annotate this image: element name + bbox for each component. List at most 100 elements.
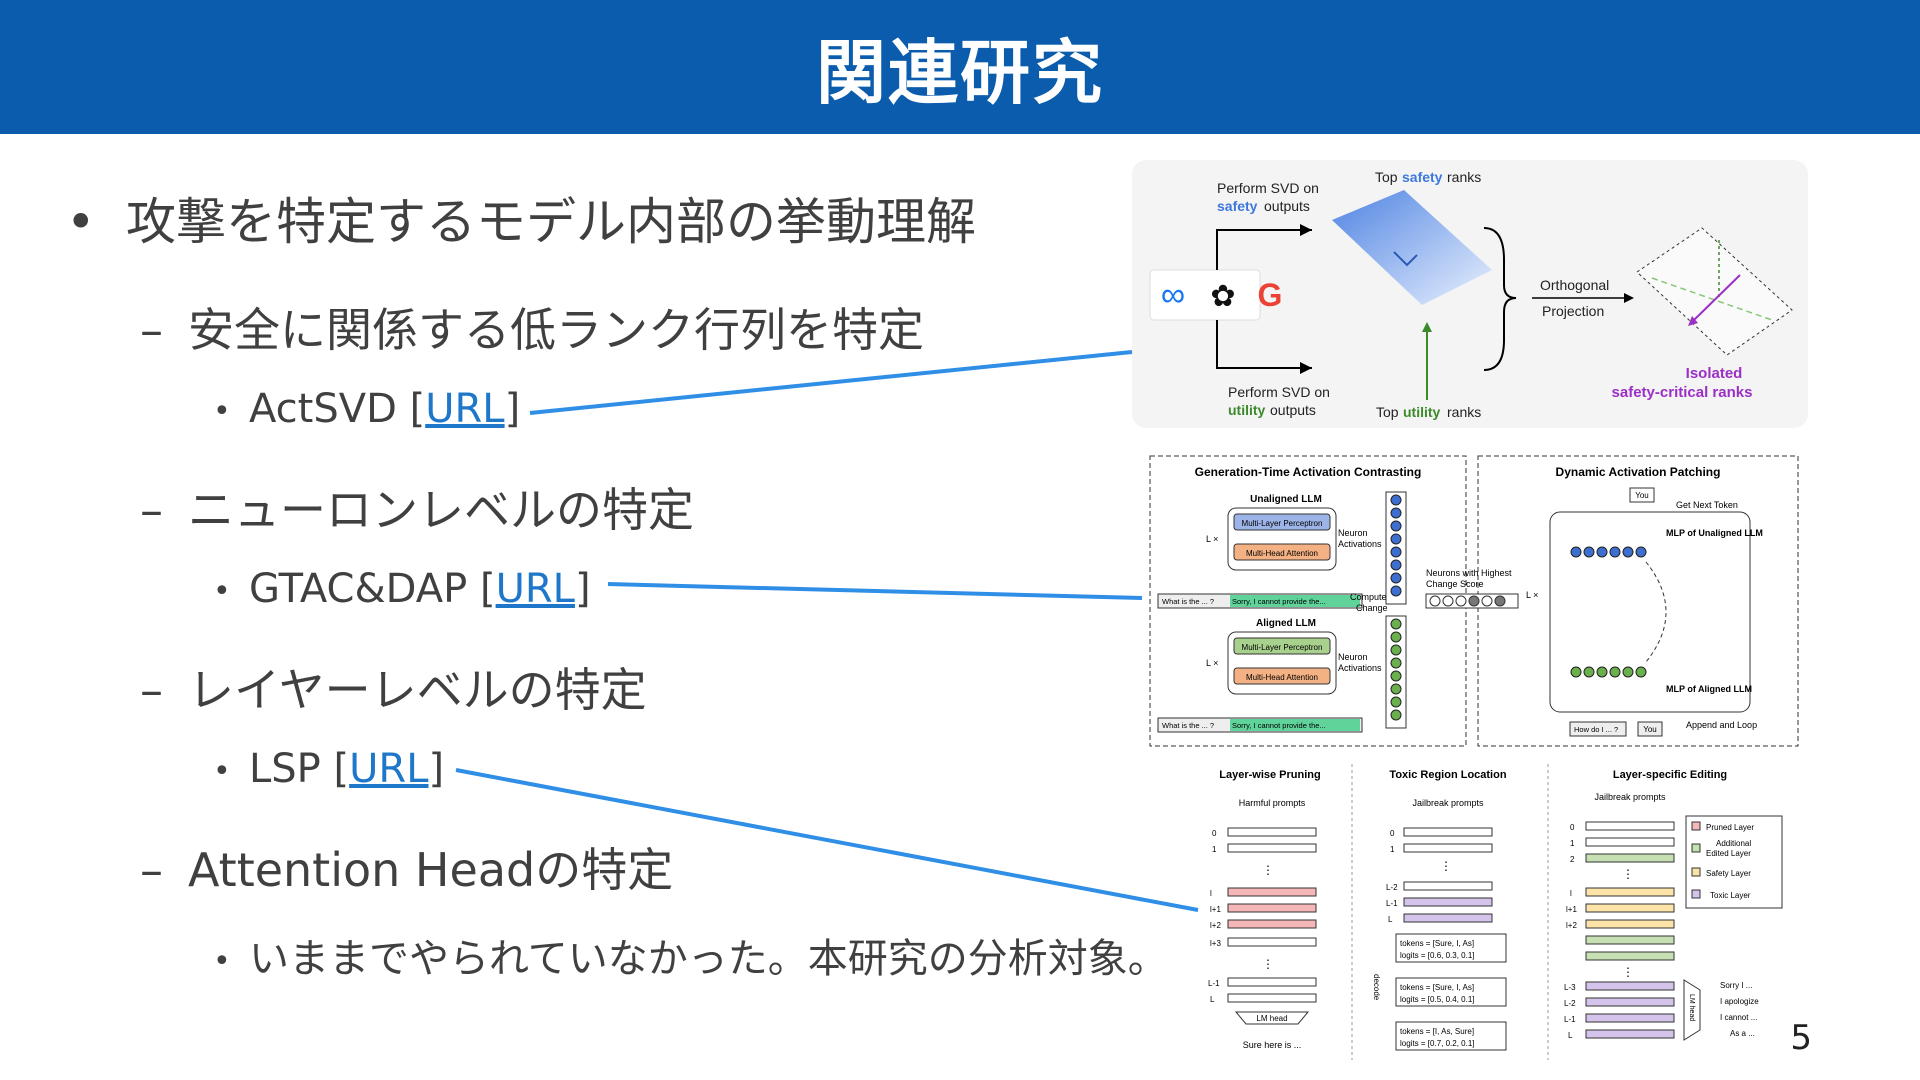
svg-text:l+3: l+3 [1210, 939, 1221, 948]
svg-text:L ×: L × [1526, 590, 1538, 600]
unaligned-mha [1233, 543, 1331, 561]
bullet-dot: • [213, 573, 231, 609]
svg-text:Multi-Head Attention: Multi-Head Attention [1246, 549, 1318, 558]
svd-safety-line1: Perform SVD on [1217, 180, 1319, 196]
svg-text:l: l [1570, 889, 1572, 898]
bullet-dot: • [213, 393, 231, 429]
title-bar: 関連研究 [0, 0, 1920, 134]
bullet-dash: – [140, 483, 163, 537]
svg-text:Neuron: Neuron [1338, 528, 1368, 538]
svg-text:You: You [1643, 725, 1657, 734]
lsp-col3-title: Layer-specific Editing [1613, 769, 1727, 781]
svg-text:L: L [1388, 915, 1393, 924]
ref-gtac-dap: •GTAC&DAP [URL] [213, 566, 591, 612]
svg-text:Compute: Compute [1350, 592, 1387, 602]
sub-bullet-layer-text: レイヤーレベルの特定 [188, 663, 647, 717]
svg-text:0: 0 [1570, 823, 1575, 832]
connector-gtac-dap [607, 582, 1143, 600]
svg-text:Toxic Layer: Toxic Layer [1710, 891, 1751, 900]
svg-text:Jailbreak prompts: Jailbreak prompts [1412, 798, 1484, 808]
svg-text:Activations: Activations [1338, 539, 1382, 549]
bullet-dot: • [66, 193, 96, 251]
top-utility-ranks: ranks [1447, 404, 1481, 420]
svg-text:Edited Layer: Edited Layer [1706, 849, 1751, 858]
svg-text:Harmful prompts: Harmful prompts [1239, 798, 1306, 808]
svg-text:L-2: L-2 [1564, 999, 1576, 1008]
svg-text:What is the ... ?: What is the ... ? [1162, 721, 1214, 730]
isolated-plane [1636, 227, 1793, 356]
svg-text:As a ...: As a ... [1730, 1029, 1755, 1038]
svg-text:decode: decode [1372, 974, 1381, 1001]
svg-text:MLP of Unaligned LLM: MLP of Unaligned LLM [1666, 528, 1763, 538]
svg-text:L ×: L × [1206, 534, 1218, 544]
svg-text:I apologize: I apologize [1720, 997, 1759, 1006]
connector-actsvd [529, 350, 1133, 415]
top-safety-word: safety [1402, 169, 1443, 185]
figure-actsvd: ∞ ✿ G Perform SVD on safety outputs Perf… [1132, 160, 1808, 428]
figure-lsp: Layer-wise Pruning Toxic Region Location… [1190, 764, 1790, 1060]
lsp-col1-title: Layer-wise Pruning [1219, 769, 1320, 781]
svg-text:l: l [1210, 889, 1212, 898]
svd-utility-line1: Perform SVD on [1228, 384, 1330, 400]
page-number: 5 [1790, 1018, 1812, 1058]
ref-gtac-dap-name: GTAC&DAP [249, 566, 468, 612]
svg-text:L-1: L-1 [1564, 1015, 1576, 1024]
svg-text:logits = [0.6, 0.3, 0.1]: logits = [0.6, 0.3, 0.1] [1400, 951, 1475, 960]
top-safety-ranks: ranks [1447, 169, 1481, 185]
sub-bullet-attention: –Attention Headの特定 [140, 834, 673, 900]
svd-safety-word: safety [1217, 198, 1258, 214]
bullet-dash: – [140, 843, 163, 897]
projection-label: Projection [1542, 303, 1604, 319]
svg-text:I cannot ...: I cannot ... [1720, 1013, 1757, 1022]
svg-text:Sorry I ...: Sorry I ... [1720, 981, 1752, 990]
svg-text:L-3: L-3 [1564, 983, 1576, 992]
svg-text:Change: Change [1356, 603, 1388, 613]
dap-title: Dynamic Activation Patching [1556, 465, 1721, 479]
bullet-dot: • [213, 753, 231, 789]
gtac-dap-url-link[interactable]: URL [495, 566, 575, 612]
svg-text:Sure here is ...: Sure here is ... [1243, 1040, 1302, 1050]
bullet-dash: – [140, 663, 163, 717]
orthogonal-label: Orthogonal [1540, 277, 1609, 293]
svg-text:L: L [1568, 1031, 1573, 1040]
svg-text:Pruned Layer: Pruned Layer [1706, 823, 1754, 832]
bullet-dot: • [213, 943, 231, 979]
svg-text:Neurons with Highest: Neurons with Highest [1426, 568, 1512, 578]
aligned-label: Aligned LLM [1256, 618, 1316, 629]
bullet-main-text: 攻撃を特定するモデル内部の挙動理解 [126, 193, 976, 251]
sub-bullet-attention-text: Attention Headの特定 [188, 843, 674, 897]
attention-note: •いままでやられていなかった。本研究の分析対象。 [213, 926, 1168, 984]
actsvd-url-link[interactable]: URL [425, 386, 505, 432]
svg-text:What is the ... ?: What is the ... ? [1162, 597, 1214, 606]
safety-plane [1332, 190, 1492, 305]
lsp-col2-title: Toxic Region Location [1389, 769, 1506, 781]
svg-text:Sorry, I cannot provide the...: Sorry, I cannot provide the... [1232, 597, 1326, 606]
sub-bullet-lowrank: –安全に関係する低ランク行列を特定 [140, 294, 924, 360]
svg-text:0: 0 [1212, 829, 1217, 838]
svg-text:Sorry, I cannot provide the...: Sorry, I cannot provide the... [1232, 721, 1326, 730]
svd-safety-line3: outputs [1264, 198, 1310, 214]
sub-bullet-neuron-text: ニューロンレベルの特定 [188, 483, 694, 537]
slide-title: 関連研究 [816, 31, 1104, 114]
ref-actsvd: •ActSVD [URL] [213, 386, 521, 432]
svg-text:Neuron: Neuron [1338, 652, 1368, 662]
openai-logo-icon: ✿ [1210, 280, 1235, 313]
svg-text:tokens = [Sure, I, As]: tokens = [Sure, I, As] [1400, 939, 1474, 948]
svd-utility-line3: outputs [1270, 402, 1316, 418]
svg-text:1: 1 [1390, 845, 1395, 854]
svg-text:l+2: l+2 [1566, 921, 1577, 930]
unaligned-mlp [1233, 513, 1331, 531]
svg-text:L-1: L-1 [1386, 899, 1398, 908]
svg-text:LM head: LM head [1256, 1014, 1287, 1023]
unaligned-label: Unaligned LLM [1250, 494, 1322, 505]
svg-text:⋮: ⋮ [1262, 957, 1274, 971]
svg-text:Change Score: Change Score [1426, 579, 1484, 589]
top-safety-top: Top [1375, 169, 1398, 185]
sub-bullet-layer: –レイヤーレベルの特定 [140, 654, 647, 720]
dap-llm-block [1549, 511, 1751, 713]
svg-text:⋮: ⋮ [1622, 867, 1634, 881]
sub-bullet-lowrank-text: 安全に関係する低ランク行列を特定 [188, 303, 924, 357]
lsp-legend [1685, 815, 1783, 909]
svg-text:2: 2 [1570, 855, 1575, 864]
lsp-url-link[interactable]: URL [349, 746, 429, 792]
